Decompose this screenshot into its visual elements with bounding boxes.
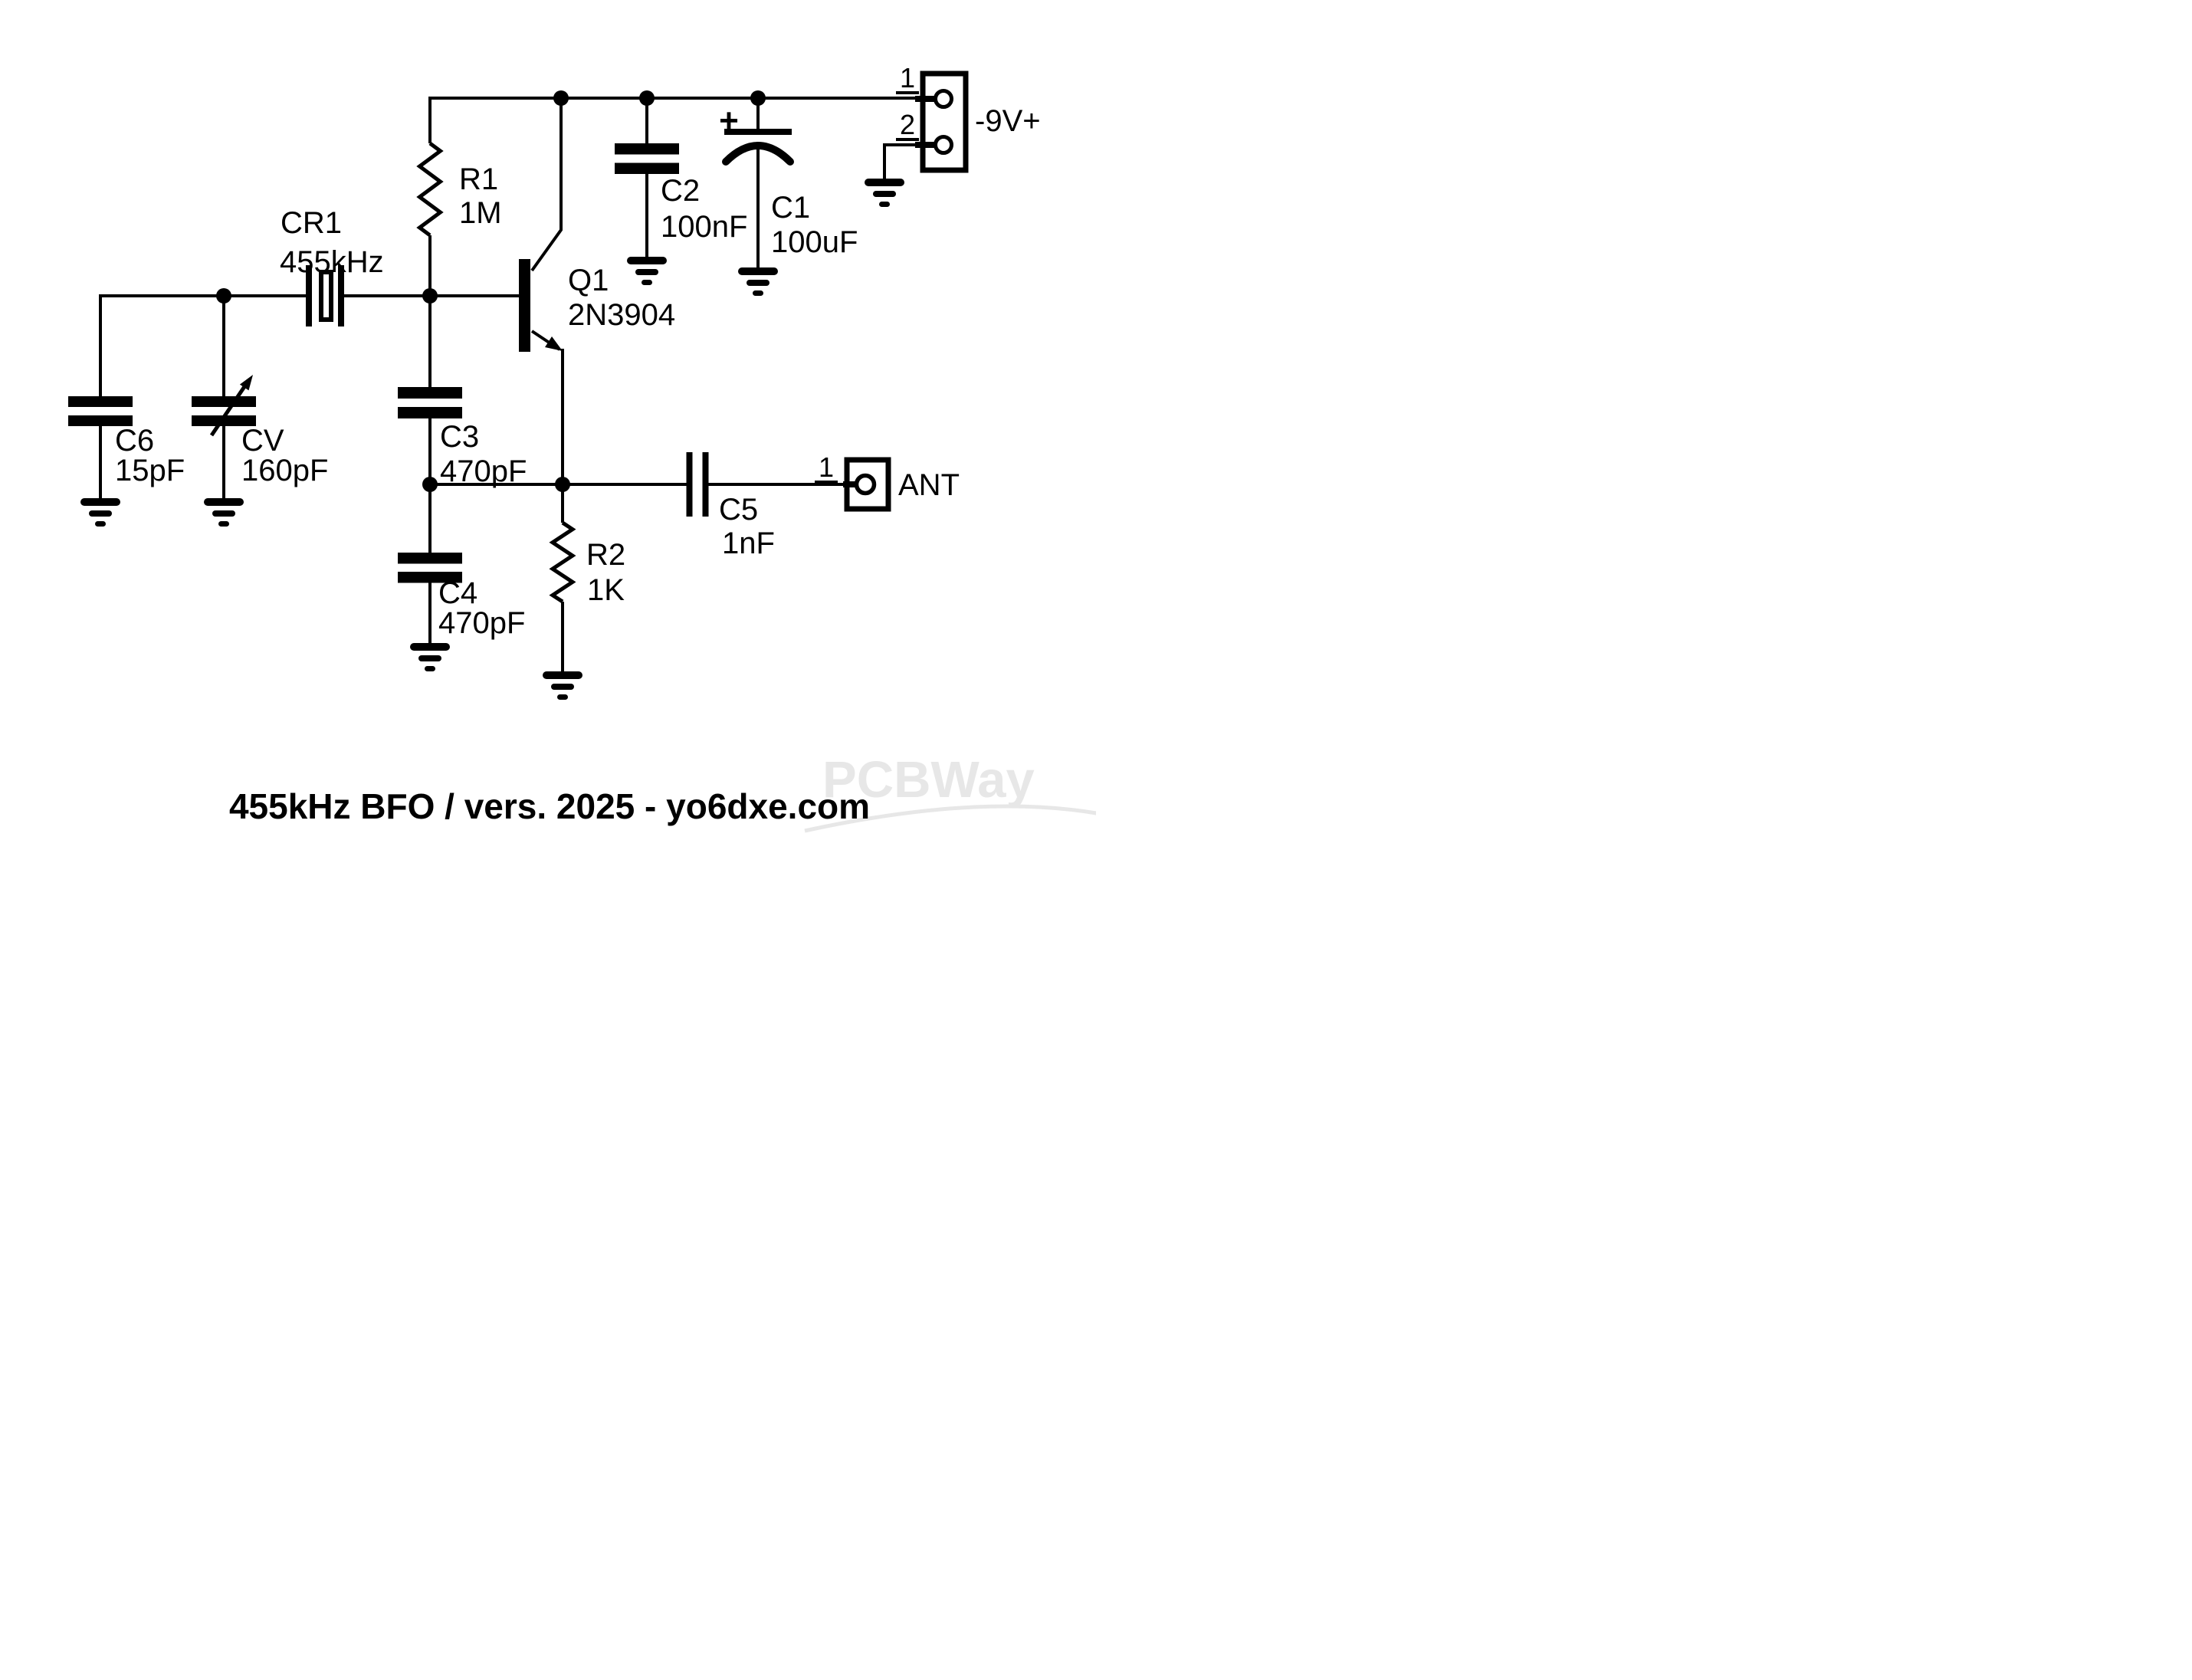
power-pin2-number: 2 [900,109,915,140]
c3-ref-label: C3 [440,420,479,454]
c5-plate-right [702,452,709,517]
cv-plate-top [192,396,256,407]
q1-ref-label: Q1 [568,264,609,297]
junction-dot-c3-c4 [422,477,438,492]
junction-dot-base-node [422,288,438,304]
schematic-page: PCBWay [0,0,1096,840]
c2-value-label: 100nF [661,210,747,244]
capacitor-c5-symbol [686,452,709,517]
r1-value-label: 1M [459,196,502,230]
c1-polarity-label: + [719,102,739,139]
ground-symbol-c2 [627,257,667,285]
ant-pin1-number: 1 [819,451,834,483]
c6-value-label: 15pF [115,454,185,487]
c6-plate-bottom [68,415,133,426]
transistor-emitter-arrow [545,336,563,351]
junction-dot-collector-rail [553,90,569,106]
c6-ref-label: C6 [115,424,154,458]
schematic-title: 455kHz BFO / vers. 2025 - yo6dxe.com [229,786,870,826]
junction-dot-c2-rail [639,90,655,106]
ground-symbol-cv [204,498,244,527]
cv-value-label: 160pF [241,454,328,487]
ground-symbol-c4 [410,643,450,671]
c1-value-label: 100uF [771,225,858,259]
c6-plate-top [68,396,133,407]
cr1-value-label: 455kHz [280,245,384,279]
c2-ref-label: C2 [661,174,700,208]
pcbway-watermark-text: PCBWay [822,751,1035,809]
cv-arrow-head [239,375,253,391]
c3-value-label: 470pF [440,454,527,488]
c2-plate-top [615,143,679,155]
wire-power-pin2-ground [883,143,917,179]
power-connector-body [920,71,969,173]
c3-plate-top [398,387,462,399]
component-labels: R1 1M CR1 455kHz Q1 2N3904 C2 100nF + C1… [115,102,858,640]
ground-symbol-power [865,179,904,207]
transistor-base-bar [519,259,530,352]
wire-emitter [530,330,564,523]
resistor-r2-zigzag [549,520,576,604]
c4-ref-label: C4 [438,576,477,610]
c5-value-label: 1nF [722,527,775,560]
c4-plate-bottom [398,572,462,583]
power-connector-pin1-circle [934,89,953,109]
c5-plate-left [686,452,693,517]
c2-plate-bottom [615,162,679,174]
power-voltage-label: -9V+ [975,104,1041,138]
schematic-canvas: PCBWay [68,62,1096,833]
crystal-left-electrode [306,265,312,326]
c5-ref-label: C5 [719,493,758,527]
capacitor-c2-symbol [615,143,679,174]
transistor-q1-symbol [519,259,563,352]
r1-ref-label: R1 [459,162,498,196]
cr1-ref-label: CR1 [281,206,342,240]
c3-plate-bottom [398,407,462,418]
resistor-r2-symbol [549,520,576,604]
power-connector-pin2-circle [934,135,953,155]
capacitor-c4-symbol [398,553,462,583]
c1-plate-positive [724,129,792,135]
r2-value-label: 1K [587,573,625,607]
resistor-r1-symbol [416,141,444,238]
c1-ref-label: C1 [771,191,810,225]
junction-dot-emitter-node [555,477,570,492]
q1-value-label: 2N3904 [568,298,675,332]
ant-connector-pin1-circle [854,473,877,496]
variable-capacitor-cv-symbol [192,375,256,437]
r2-ref-label: R2 [586,538,625,572]
junction-dots [216,90,766,492]
ant-label: ANT [898,468,960,502]
capacitor-c6-symbol [68,396,133,426]
wire-collector [530,98,563,272]
crystal-body [319,270,333,322]
ant-connector: 1 ANT [815,451,960,512]
capacitor-c3-symbol [398,387,462,418]
ground-symbol-c6 [80,498,120,527]
cv-arrow-shaft [209,382,249,437]
cv-plate-bottom [192,415,256,426]
crystal-right-electrode [338,265,344,326]
ground-symbol-r2 [543,671,582,700]
pcbway-watermark: PCBWay [804,751,1096,833]
pcbway-watermark-swoosh [804,804,1096,833]
power-connector: 1 2 -9V+ [896,62,1041,173]
junction-dot-cv-base [216,288,231,304]
c4-plate-top [398,553,462,564]
capacitor-c1-symbol [722,129,794,166]
junction-dot-c1-rail [750,90,766,106]
cv-ref-label: CV [241,424,284,458]
wires [99,97,934,671]
ground-symbol-c1 [738,267,778,296]
c1-plate-negative-curved [722,142,794,166]
resistor-r1-zigzag [416,141,444,238]
ant-connector-body [844,457,891,512]
power-pin1-number: 1 [900,62,915,94]
crystal-cr1-symbol [306,265,344,326]
c4-value-label: 470pF [438,606,525,640]
